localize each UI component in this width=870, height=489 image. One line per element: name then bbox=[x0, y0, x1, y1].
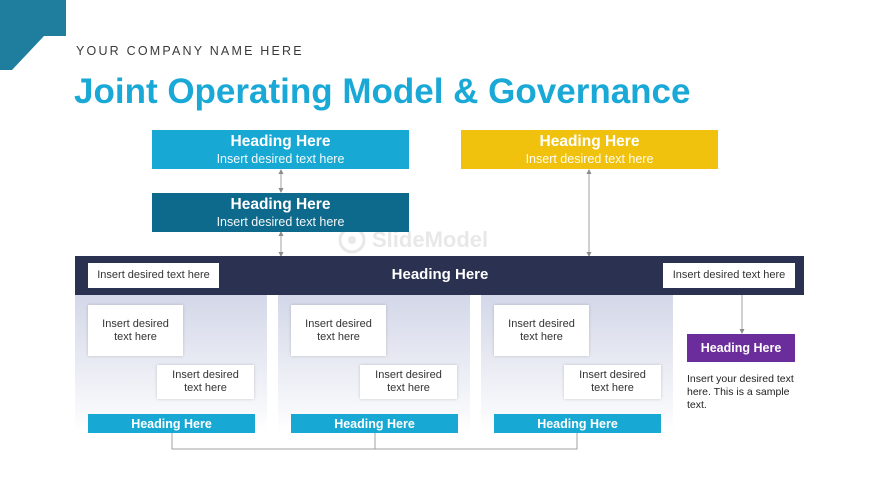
column-1-footer: Heading Here bbox=[88, 414, 255, 433]
band-title: Heading Here bbox=[391, 266, 489, 283]
top-left-heading-box: Heading Here Insert desired text here bbox=[152, 130, 409, 169]
column-1-box-a: Insert desired text here bbox=[88, 305, 183, 356]
side-text: Insert your desired text here. This is a… bbox=[687, 373, 794, 411]
top-right-text: Insert desired text here bbox=[525, 151, 654, 166]
column-2-box-a: Insert desired text here bbox=[291, 305, 386, 356]
top-left-heading: Heading Here bbox=[230, 132, 331, 150]
top-left-text: Insert desired text here bbox=[216, 151, 345, 166]
column-3-box-a: Insert desired text here bbox=[494, 305, 589, 356]
column-3-box-b: Insert desired text here bbox=[564, 365, 661, 399]
top-right-heading-box: Heading Here Insert desired text here bbox=[461, 130, 718, 169]
band-left-label: Insert desired text here bbox=[88, 263, 219, 288]
mid-left-text: Insert desired text here bbox=[216, 214, 345, 229]
page-title: Joint Operating Model & Governance bbox=[74, 72, 691, 111]
column-2-box-b: Insert desired text here bbox=[360, 365, 457, 399]
mid-left-heading: Heading Here bbox=[230, 195, 331, 213]
top-right-heading: Heading Here bbox=[539, 132, 640, 150]
column-3-footer: Heading Here bbox=[494, 414, 661, 433]
side-heading: Heading Here bbox=[687, 334, 795, 362]
column-2-footer: Heading Here bbox=[291, 414, 458, 433]
band-right-label: Insert desired text here bbox=[663, 263, 795, 288]
company-name: YOUR COMPANY NAME HERE bbox=[76, 44, 304, 58]
corner-decoration bbox=[0, 0, 66, 70]
column-1-box-b: Insert desired text here bbox=[157, 365, 254, 399]
mid-left-heading-box: Heading Here Insert desired text here bbox=[152, 193, 409, 232]
